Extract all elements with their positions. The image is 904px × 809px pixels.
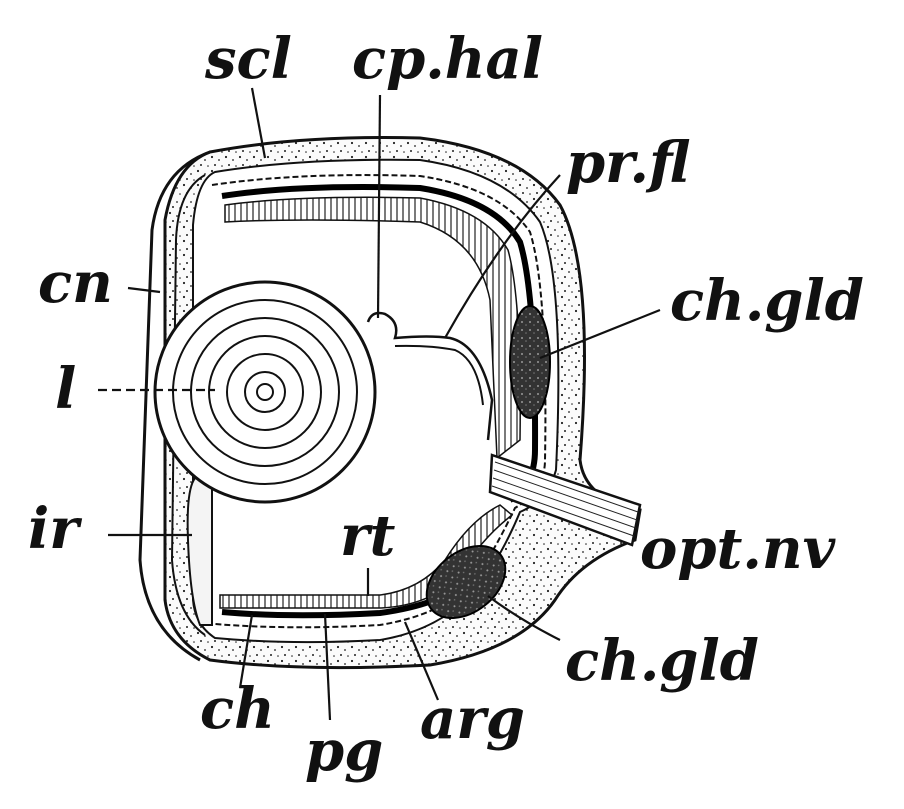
label-ir: ir	[28, 496, 82, 562]
lens	[153, 280, 377, 504]
label-arg: arg	[420, 686, 525, 752]
campanula-halleri	[366, 311, 494, 441]
argentea-layer	[211, 174, 547, 629]
label-pr-fl: pr.fl	[566, 130, 690, 196]
leader-cn	[127, 286, 161, 294]
retina-upper	[224, 196, 521, 460]
leader-ch-gld-lower	[487, 595, 561, 641]
leader-pg	[323, 613, 332, 721]
label-opt-nv: opt.nv	[640, 516, 837, 582]
choroid-gland-upper	[509, 305, 551, 419]
cornea-inner	[170, 174, 206, 636]
label-rt: rt	[340, 503, 396, 569]
label-ch-gld-lower: ch.gld	[565, 628, 759, 694]
choroid-gland-lower	[425, 545, 507, 619]
leader-pr-fl	[444, 174, 561, 339]
iris	[186, 476, 213, 626]
leader-ch	[238, 614, 254, 689]
label-cp-hal: cp.hal	[352, 26, 543, 92]
label-cn: cn	[38, 250, 113, 316]
processus-falciformis	[394, 344, 484, 406]
leader-arg	[403, 621, 440, 701]
leader-ch-gld-upper	[539, 308, 661, 360]
label-ch: ch	[200, 676, 275, 742]
label-pg: pg	[305, 718, 383, 784]
label-scl: scl	[204, 26, 292, 92]
leader-cp-hal	[376, 94, 382, 319]
cornea	[138, 150, 211, 662]
label-l: l	[55, 356, 76, 422]
leader-scl	[250, 87, 267, 159]
label-ch-gld-upper: ch.gld	[670, 268, 864, 334]
optic-nerve	[488, 453, 642, 547]
